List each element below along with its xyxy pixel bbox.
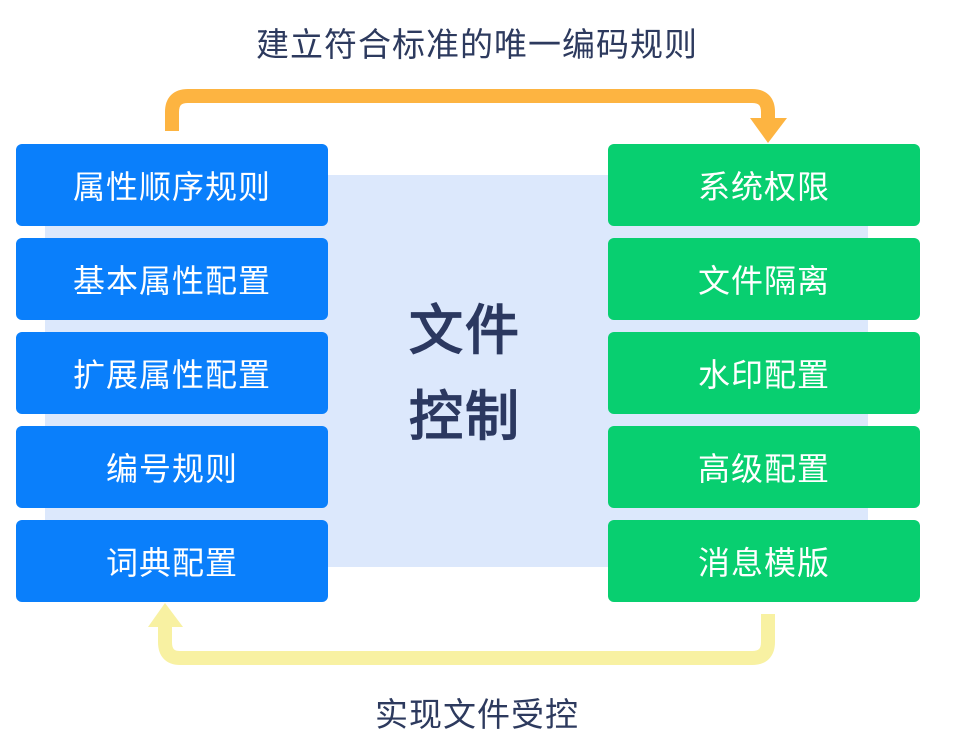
box-label: 高级配置 [697,450,830,488]
config-box-file-isolation[interactable]: 文件隔离 [608,238,920,320]
bottom-arrowhead-icon [148,603,183,627]
config-box-extended-attributes[interactable]: 扩展属性配置 [16,332,328,414]
top-caption: 建立符合标准的唯一编码规则 [256,25,698,64]
config-box-dictionary[interactable]: 词典配置 [16,520,328,602]
box-label: 消息模版 [697,544,830,582]
top-arrowhead-icon [750,118,787,143]
config-box-system-permissions[interactable]: 系统权限 [608,144,920,226]
box-label: 基本属性配置 [72,262,271,300]
bottom-caption: 实现文件受控 [375,695,579,734]
config-box-attribute-order-rules[interactable]: 属性顺序规则 [16,144,328,226]
config-box-basic-attributes[interactable]: 基本属性配置 [16,238,328,320]
left-column: 属性顺序规则 基本属性配置 扩展属性配置 编号规则 词典配置 [16,144,328,614]
box-label: 扩展属性配置 [72,356,271,394]
box-label: 属性顺序规则 [72,168,271,206]
box-label: 词典配置 [105,544,238,582]
right-column: 系统权限 文件隔离 水印配置 高级配置 消息模版 [608,144,920,614]
config-box-watermark[interactable]: 水印配置 [608,332,920,414]
box-label: 文件隔离 [697,262,830,300]
box-label: 系统权限 [697,168,830,206]
config-box-numbering-rules[interactable]: 编号规则 [16,426,328,508]
config-box-advanced[interactable]: 高级配置 [608,426,920,508]
top-flow-arrow [165,89,775,131]
box-label: 编号规则 [105,450,238,488]
config-box-message-template[interactable]: 消息模版 [608,520,920,602]
bottom-flow-arrow [158,614,775,665]
box-label: 水印配置 [697,356,830,394]
